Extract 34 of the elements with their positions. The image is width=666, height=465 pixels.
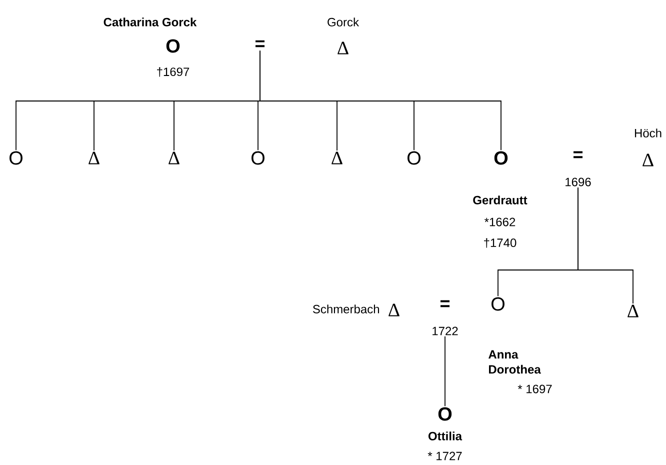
surname-label: Gorck <box>328 18 360 26</box>
male-symbol: Δ <box>88 152 100 164</box>
female-symbol: O <box>408 151 420 165</box>
date-label: *1662 <box>484 218 516 226</box>
male-symbol: Δ <box>168 152 180 164</box>
date-label: * 1697 <box>518 384 552 394</box>
male-symbol: Δ <box>388 304 400 316</box>
date-label: * 1727 <box>428 452 462 460</box>
date-label: †1697 <box>157 67 190 77</box>
marriage-sign: = <box>256 40 265 48</box>
male-symbol: Δ <box>338 42 348 54</box>
female-symbol: O <box>166 39 180 53</box>
date-label: 1696 <box>566 178 591 186</box>
female-symbol: O <box>438 407 452 421</box>
female-symbol: O <box>494 151 508 165</box>
person-name: Anna Dorothea <box>488 350 541 374</box>
family-line <box>260 50 502 151</box>
male-symbol: Δ <box>642 154 654 166</box>
male-symbol: Δ <box>332 152 342 164</box>
male-symbol: Δ <box>628 304 638 318</box>
marriage-sign: = <box>440 300 450 308</box>
person-name: Gerdrautt <box>473 196 528 204</box>
person-name: Ottilia <box>428 432 462 440</box>
date-label: †1740 <box>484 238 516 248</box>
female-symbol: O <box>492 297 504 311</box>
female-symbol: O <box>10 151 22 165</box>
person-name: Catharina Gorck <box>104 18 197 26</box>
surname-label: Schmerbach <box>313 304 380 314</box>
marriage-sign: = <box>574 151 583 158</box>
family-line <box>578 187 634 304</box>
female-symbol: O <box>252 151 264 165</box>
date-label: 1722 <box>432 326 458 336</box>
surname-label: Höch <box>634 128 662 138</box>
family-line <box>444 336 446 407</box>
